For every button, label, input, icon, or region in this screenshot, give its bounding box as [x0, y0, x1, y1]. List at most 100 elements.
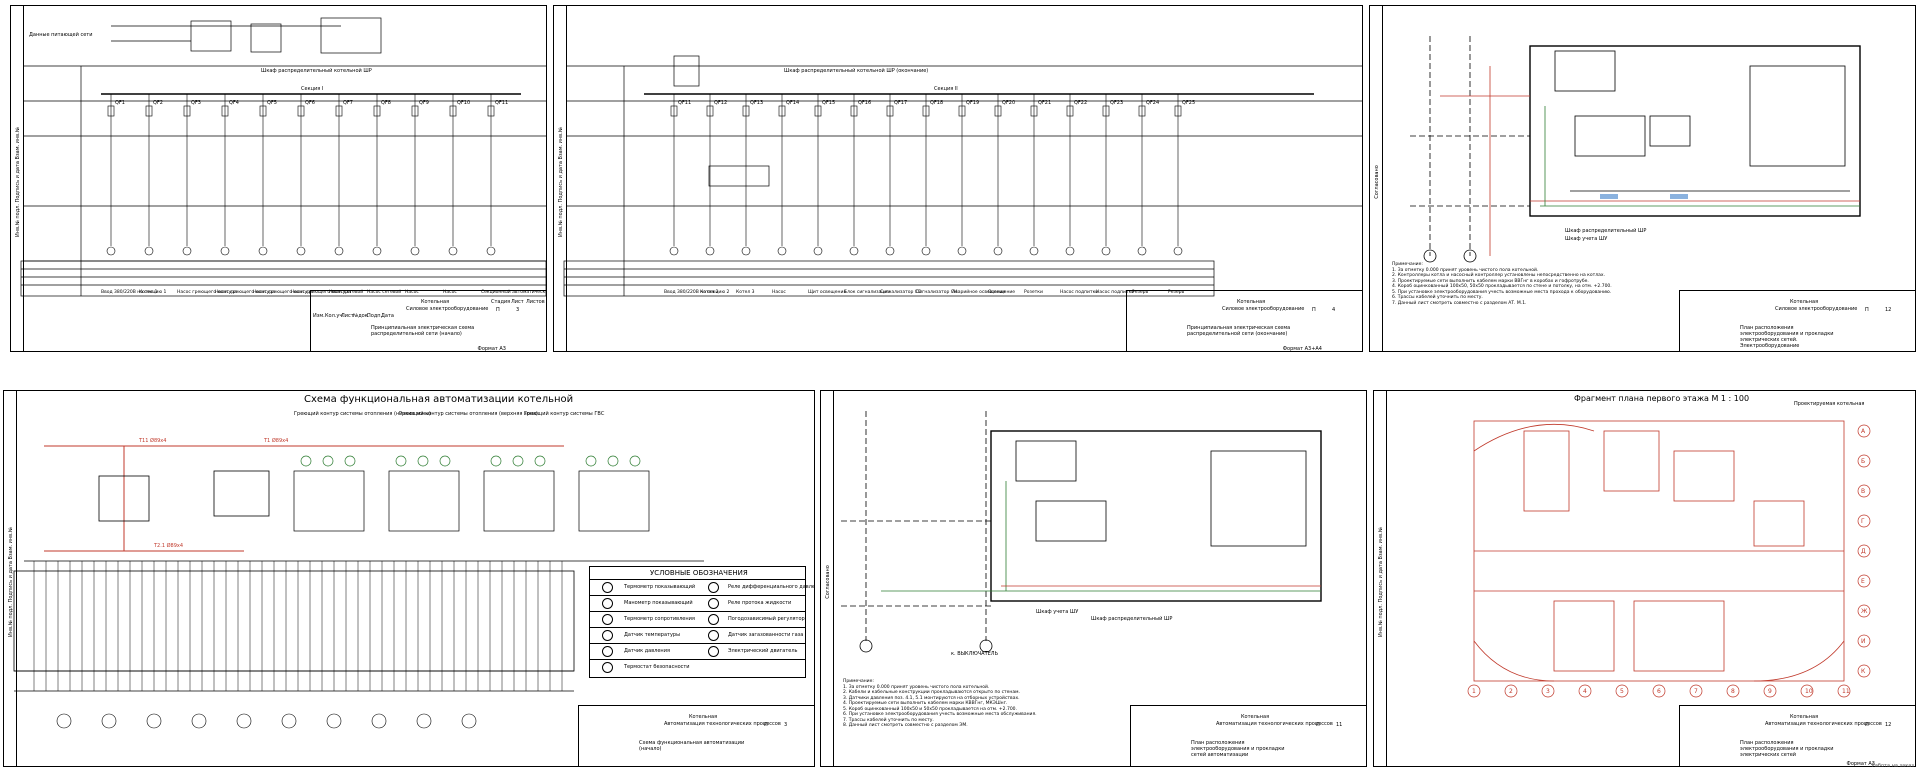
axis-label: Е	[1861, 578, 1865, 585]
breaker-label: QF5	[267, 100, 277, 106]
side-stamp: Инв.№ подл. Подпись и дата Взам. инв.№	[554, 6, 567, 351]
axis-label: Д	[1861, 548, 1866, 555]
consumer-name: Освещение	[988, 289, 1015, 295]
stamp-h-list: Лист	[341, 313, 354, 319]
breaker-label: QF9	[419, 100, 429, 106]
axis-bubble	[1652, 684, 1666, 698]
load-symbol	[220, 246, 230, 256]
legend-symbol	[602, 646, 613, 657]
axis-label: 5	[1620, 688, 1624, 695]
load-symbol	[410, 246, 420, 256]
circuit-block	[578, 470, 650, 532]
credit: Работа на заказ	[1871, 763, 1914, 769]
axis-bubble	[1800, 684, 1814, 698]
note-line: 3. Проектируемые сети выполнить кабелем …	[1392, 278, 1589, 284]
consumer-name: Насос подпитки	[1060, 289, 1098, 295]
section-label: Секция I	[301, 86, 324, 92]
breaker-symbol	[373, 105, 381, 117]
breaker-label: QF7	[343, 100, 353, 106]
device-symbol	[416, 713, 432, 729]
load-symbol	[849, 246, 859, 256]
stamp-sheet: 3	[516, 307, 520, 313]
consumer-name: Сигнализатор СО	[880, 289, 922, 295]
pipe-label: Т11 Ø89х4	[139, 438, 167, 444]
stamp-sheet: 4	[1332, 307, 1336, 313]
breaker-symbol	[487, 105, 495, 117]
stamp-stage: П	[496, 307, 500, 313]
axis-bubble	[1467, 684, 1481, 698]
load-symbol	[813, 246, 823, 256]
section-label: Секция II	[934, 86, 958, 92]
left-label: Данные питающей сети	[29, 32, 93, 38]
breaker-label: QF20	[1002, 100, 1015, 106]
legend-symbol	[708, 582, 719, 593]
title-block: Котельная Автоматизация технологических …	[578, 705, 814, 766]
panel-label-2: Шкаф учета ШУ	[1565, 236, 1608, 242]
breaker-label: QF19	[966, 100, 979, 106]
axis-label: 1	[1472, 688, 1476, 695]
axis-bubble	[1857, 664, 1871, 678]
load-symbol	[993, 246, 1003, 256]
title-block: Котельная Автоматизация технологических …	[1679, 705, 1915, 766]
stamp-h-data: Дата	[381, 313, 394, 319]
breaker-symbol	[221, 105, 229, 117]
legend-text: Электрический двигатель	[728, 648, 798, 654]
load-symbol	[372, 246, 382, 256]
breaker-label: QF16	[858, 100, 871, 106]
note-line: 6. При установке электрооборудования уче…	[843, 712, 1037, 717]
instrument-symbol	[512, 455, 524, 467]
load-symbol	[777, 246, 787, 256]
breaker-label: QF4	[229, 100, 239, 106]
breaker-symbol	[1138, 105, 1146, 117]
note-line: 1. За отметку 0.000 принят уровень чисто…	[1392, 267, 1539, 273]
stamp-org: Котельная	[1241, 714, 1270, 720]
sheet-title: Схема функциональная автоматизации котел…	[304, 394, 574, 405]
consumer-name: Насос греющего контура	[291, 289, 351, 295]
consumer-name: Блок сигнализации	[844, 289, 890, 295]
panel-label: Шкаф распределительный ШР	[1091, 616, 1173, 622]
stamp-h-listh: Лист	[511, 299, 524, 305]
consumer-name: Ввод 380/220В на секцию 1	[101, 289, 167, 295]
axis-label: 6	[1657, 688, 1661, 695]
stamp-subtitle: Автоматизация технологических процессов	[664, 721, 781, 727]
consumer-name: Насос сетевой	[329, 288, 363, 295]
load-symbol	[1101, 246, 1111, 256]
breaker-symbol	[706, 105, 714, 117]
legend-symbol	[708, 614, 719, 625]
axis-bubble	[1857, 574, 1871, 588]
note-line: 4. Проектируемые сети выполнить кабелем …	[843, 701, 1008, 706]
instrument-symbol	[629, 455, 641, 467]
load-symbol	[486, 246, 496, 256]
legend-text: Реле дифференциального давления	[728, 584, 815, 590]
legend-symbol	[708, 630, 719, 641]
stamp-title: Принципиальная электрическая схема распр…	[371, 325, 475, 337]
stamp-h-listov: Листов	[526, 299, 545, 305]
stamp-h-izm: Изм.	[313, 313, 325, 319]
floor-plan	[841, 411, 1322, 653]
panel-label-2: Шкаф учета ШУ	[1036, 609, 1079, 615]
stamp-sheet: 11	[1336, 722, 1343, 728]
device-symbol	[146, 713, 162, 729]
breaker-symbol	[183, 105, 191, 117]
breaker-symbol	[994, 105, 1002, 117]
load-symbol	[741, 246, 751, 256]
axis-bubble	[1857, 514, 1871, 528]
note-line: 5. При установке электрооборудования уче…	[1392, 289, 1612, 295]
side-stamp: Согласовано	[1370, 6, 1383, 351]
breaker-label: QF22	[1074, 100, 1087, 106]
stamp-h-kol: Кол.уч.	[325, 313, 344, 319]
title-block: Котельная Силовое электрооборудование Пр…	[310, 290, 546, 351]
sheet-schematic-end: Инв.№ подл. Подпись и дата Взам. инв.№ Ш…	[553, 5, 1363, 352]
stamp-org: Котельная	[1790, 714, 1819, 720]
note-line: 6. Трассы кабелей уточнить по месту.	[1392, 295, 1483, 300]
breaker-label: QF15	[822, 100, 835, 106]
breaker-symbol	[1174, 105, 1182, 117]
breaker-symbol	[886, 105, 894, 117]
legend-text: Датчик температуры	[624, 632, 681, 638]
breaker-label: QF21	[1038, 100, 1051, 106]
axis-bubble	[1504, 684, 1518, 698]
legend-text: Реле протока жидкости	[728, 600, 792, 606]
annotation: Греющий контур системы отопления (верхня…	[399, 411, 539, 417]
breaker-symbol	[145, 105, 153, 117]
